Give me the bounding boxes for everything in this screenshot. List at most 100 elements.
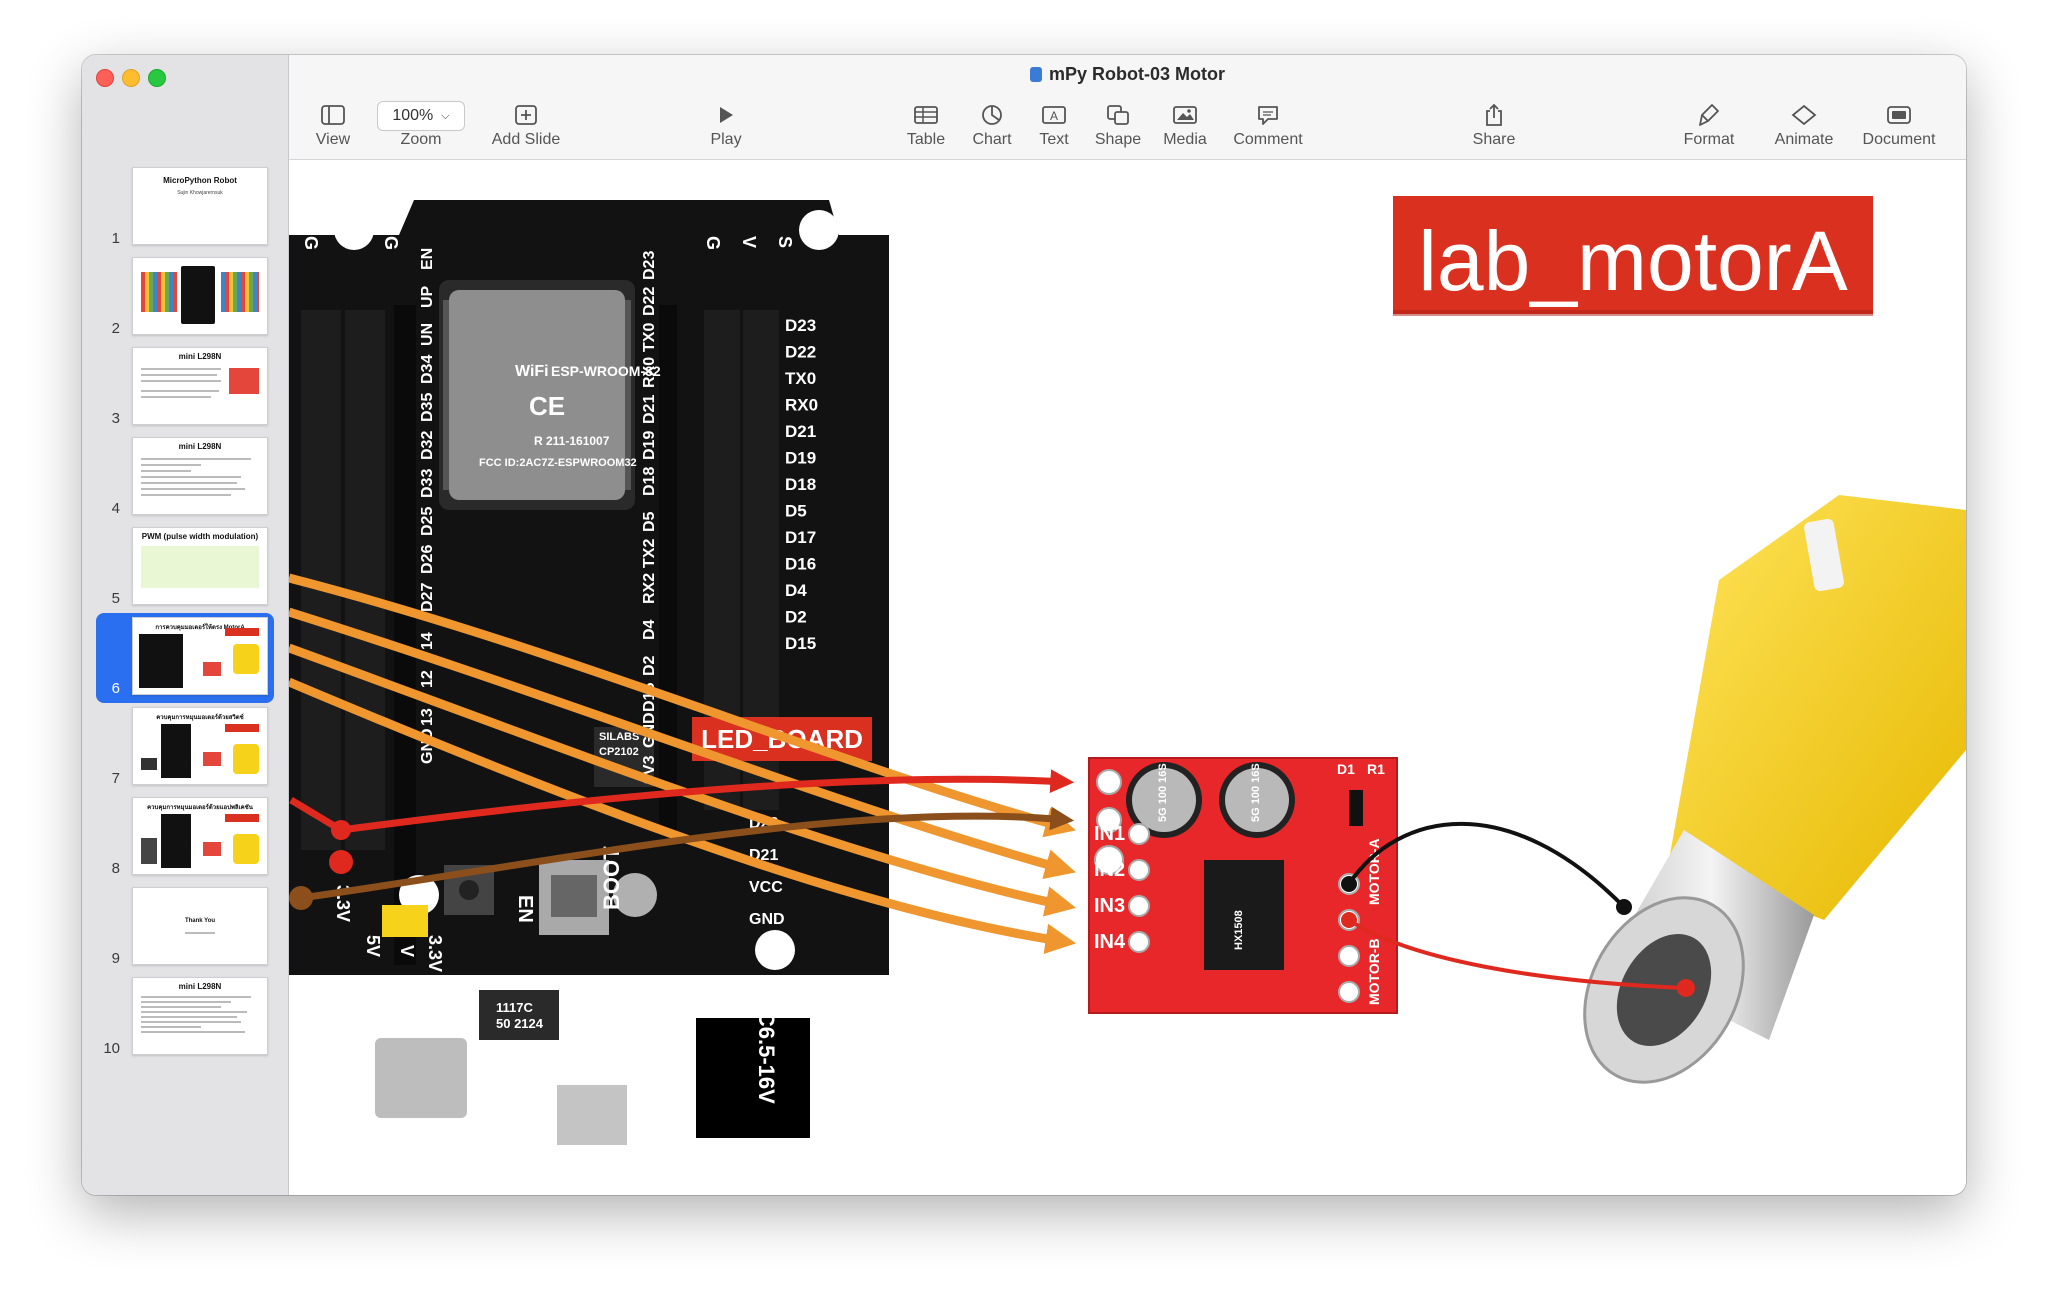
close-button[interactable] [96,69,114,87]
slide-thumbnail-image: MicroPython Robot Sujin Khowjarernsuk [132,167,268,245]
slide-thumbnail-3[interactable]: mini L298N 3 [82,347,288,431]
slide-thumbnail-image: Thank You [132,887,268,965]
share-button[interactable]: Share [1464,99,1524,149]
slide-navigator[interactable]: MicroPython Robot Sujin Khowjarernsuk 1 … [82,55,289,1195]
pin-label-d33: D33 [419,469,436,498]
slide-thumb-title: ควบคุมการหมุนมอเตอร์ด้วยสวิตช์ [156,715,244,721]
pin-label-d4: D4 [785,581,807,600]
header-label: V [341,236,361,248]
document-label: Document [1862,131,1936,148]
format-button[interactable]: Format [1676,99,1742,149]
ss24-label: SS24 [517,1106,545,1118]
toolbar: mPy Robot-03 Motor View 100%⌵ Zoom Add S… [289,55,1966,160]
pin-label-d21: D21 [641,395,658,424]
mini-l298n-driver [1088,757,1398,1014]
pin-label-d23: D23 [785,316,816,335]
table-button[interactable]: Table [898,99,954,149]
header-label: G [381,236,401,250]
keynote-document-icon [1029,67,1042,82]
animate-button[interactable]: Animate [1764,99,1844,149]
slide-canvas[interactable]: WiFi ESP-WROOM-32 CE R 211-161007 FCC ID… [289,160,1966,1195]
text-box-icon: A [1042,106,1066,124]
document-icon [1887,106,1911,124]
pin-label-rx2: RX2 [641,573,658,604]
pin-label-14: 14 [419,632,436,650]
slide-number: 3 [111,410,120,427]
pin-label-d27: D27 [419,583,436,612]
shape-button[interactable]: Shape [1086,99,1150,149]
pin-label-d5: D5 [641,511,658,532]
play-label: Play [710,131,742,148]
comment-button[interactable]: Comment [1223,99,1313,149]
gear-motor [1583,495,1966,1084]
chip-mid-label: CP2102 [599,746,639,758]
chevron-down-icon: ⌵ [441,109,450,122]
slide-thumbnail-6[interactable]: การควบคุมมอเตอร์ให้ตรง MotorA 6 [82,613,288,703]
slide-thumbnail-4[interactable]: mini L298N 4 [82,437,288,521]
shape-label: Shape [1094,131,1142,148]
motor-b-label: MOTOR-B [1366,938,1382,1005]
pin-label-d22: D22 [785,343,816,362]
play-icon [720,107,733,123]
slide-thumbnail-image: ควบคุมการหมุนมอเตอร์ด้วยสวิตช์ [132,707,268,785]
board-labels: BOOT EN 3.3V 5V V 3.3V JUMP USB5V DC6.5-… [333,731,779,1195]
pin-label-d34: D34 [419,355,436,384]
pin-label-d35: D35 [419,393,436,422]
slide-number: 8 [111,860,120,877]
driver-input-in4: IN4 [1094,931,1126,953]
svg-text:A: A [1050,109,1058,123]
zoom-control[interactable]: 100%⌵ Zoom [366,99,476,149]
zoom-window-button[interactable] [148,69,166,87]
pin-label-d18: D18 [785,475,816,494]
text-button[interactable]: A Text [1026,99,1082,149]
slide-thumbnail-image [132,257,268,335]
slide-thumbnail-7[interactable]: ควบคุมการหมุนมอเตอร์ด้วยสวิตช์ 7 [82,707,288,791]
slide-thumb-title: mini L298N [178,352,222,361]
zoom-select[interactable]: 100%⌵ [377,101,465,131]
slide-thumb-subtitle: Sujin Khowjarernsuk [177,190,223,196]
slide-thumbnail-5[interactable]: PWM (pulse width modulation) 5 [82,527,288,611]
slide-thumbnail-2[interactable]: 2 [82,257,288,341]
regulator-bottom-label: 50 2124 [496,1016,544,1031]
slide-thumb-title: การควบคุมมอเตอร์ให้ตรง MotorA [155,625,245,631]
header-label: G [703,236,723,250]
header-label: S [775,236,795,248]
pin-label-d32: D32 [419,431,436,460]
en-label: EN [514,895,536,923]
view-button[interactable]: View [301,99,365,149]
view-label: View [315,131,351,148]
play-button[interactable]: Play [696,99,756,149]
comment-icon [1258,106,1278,125]
slide-thumb-title: Thank You [184,918,216,924]
v33-jump-label: 3.3V [425,935,445,972]
shape-icon [1107,105,1129,125]
driver-labels: 5G 100 16S 5G 100 16S D1 R1 HX1508 MOTOR… [1094,761,1385,1005]
wifi-label: WiFi [515,363,549,380]
pin-label-d26: D26 [419,545,436,574]
add-slide-button[interactable]: Add Slide [476,99,576,149]
minimize-button[interactable] [122,69,140,87]
pin-label-up: UP [419,285,436,308]
slide-thumbnail-9[interactable]: Thank You 9 [82,887,288,971]
media-button[interactable]: Media [1153,99,1217,149]
slide-thumb-title: MicroPython Robot [163,176,237,185]
slide-thumbnail-10[interactable]: mini L298N 10 [82,977,288,1061]
pin-label-rx0: RX0 [641,357,658,388]
driver-pin-hole [1128,895,1150,917]
slide-thumbnail-8[interactable]: ควบคุมการหมุนมอเตอร์ด้วยแอปพลิเคชัน 8 [82,797,288,881]
format-label: Format [1683,131,1735,148]
document-button[interactable]: Document [1856,99,1942,149]
media-label: Media [1163,131,1207,148]
chart-button[interactable]: Chart [962,99,1022,149]
chip-top-label: SILABS [599,731,639,743]
slide-thumbnail-image: mini L298N [132,437,268,515]
slide-number: 7 [111,770,120,787]
pin-label-tx0: TX0 [641,323,658,352]
paintbrush-icon [1699,104,1719,126]
driver-input-in2: IN2 [1094,859,1125,881]
driver-input-in1: IN1 [1094,823,1125,845]
mid-pin-labels: D23D22TX0RX0D21D19D18D5TX2RX2D4D2D15GND3… [641,251,658,784]
pin-label-d2: D2 [785,608,807,627]
pin-label-13: 13 [419,708,436,726]
slide-thumbnail-1[interactable]: MicroPython Robot Sujin Khowjarernsuk 1 [82,167,288,251]
